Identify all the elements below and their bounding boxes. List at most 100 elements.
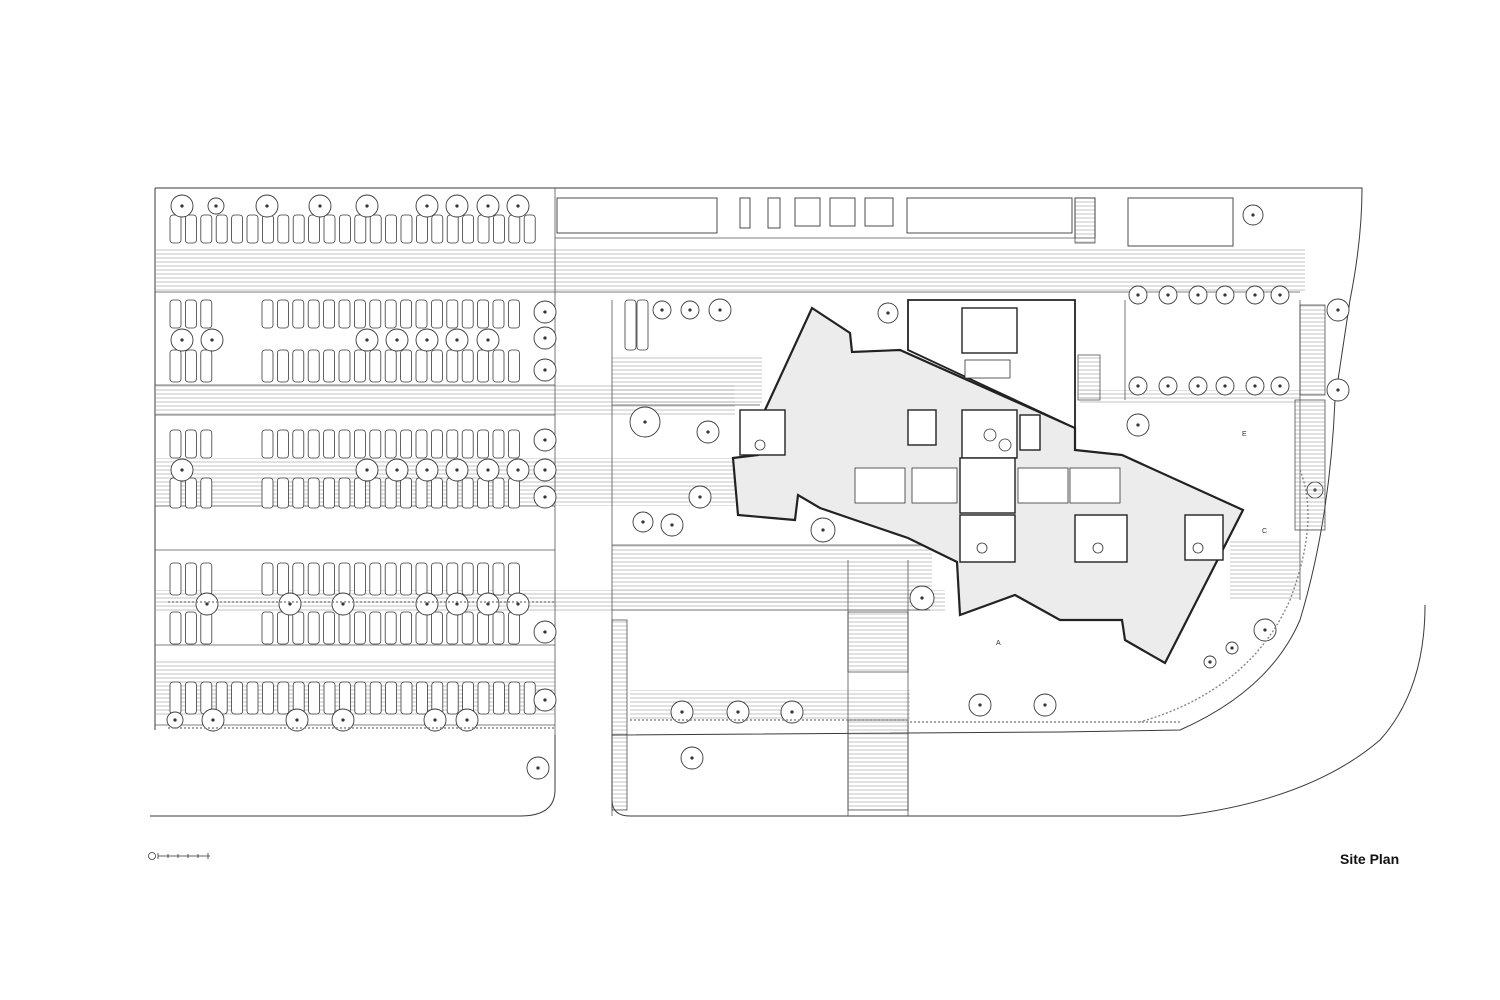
parking-bay: [276, 429, 289, 459]
tree: [533, 485, 557, 509]
parking-bay: [261, 299, 274, 329]
drawing-title: Site Plan: [1340, 851, 1400, 867]
tree: [195, 592, 219, 616]
parking-bay: [169, 349, 182, 383]
section-markers: A C E: [996, 431, 1267, 647]
parking-bay: [492, 214, 505, 244]
parking-bay: [461, 562, 474, 596]
tree: [200, 328, 224, 352]
tree: [170, 458, 194, 482]
parking-bay: [400, 349, 413, 383]
parking-bay: [308, 214, 321, 244]
parking-bay: [415, 214, 428, 244]
parking-bay: [261, 611, 274, 645]
parking-bay: [415, 299, 428, 329]
parking-bay: [261, 429, 274, 459]
parking-bay: [477, 477, 490, 509]
parking-bay: [307, 299, 320, 329]
parking-bay: [523, 214, 536, 244]
tree: [1245, 376, 1265, 396]
tree: [506, 458, 530, 482]
parking-bay: [338, 611, 351, 645]
parking-bay: [323, 349, 336, 383]
parking-bay: [492, 349, 505, 383]
tree: [526, 756, 550, 780]
parking-bay: [507, 349, 520, 383]
tree: [680, 746, 704, 770]
parking-bay: [338, 299, 351, 329]
parking-bay: [261, 214, 274, 244]
parking-bay: [323, 681, 336, 715]
parking-bay: [492, 299, 505, 329]
stairs: [611, 197, 1326, 811]
tree: [166, 711, 184, 729]
tree: [670, 700, 694, 724]
tree: [1215, 285, 1235, 305]
trees: [166, 194, 1350, 780]
parking-bay: [415, 611, 428, 645]
tree: [1270, 285, 1290, 305]
parking-bay: [369, 349, 382, 383]
tree: [355, 194, 379, 218]
tree: [385, 458, 409, 482]
parking-bays: [169, 214, 649, 715]
parking-bay: [276, 349, 289, 383]
parking-bay: [353, 429, 366, 459]
tree: [909, 585, 935, 611]
parking-bay: [384, 477, 397, 509]
parking-bay: [184, 299, 197, 329]
parking-bay: [215, 214, 228, 244]
tree: [278, 592, 302, 616]
parking-bay: [446, 349, 459, 383]
parking-bay: [369, 299, 382, 329]
tree: [1158, 285, 1178, 305]
parking-bay: [276, 611, 289, 645]
parking-bay: [461, 349, 474, 383]
parking-bay: [430, 562, 443, 596]
parking-bay: [307, 562, 320, 596]
parking-bay: [292, 349, 305, 383]
parking-bay: [369, 429, 382, 459]
tree: [476, 194, 500, 218]
parking-bay: [353, 562, 366, 596]
parking-bay: [415, 681, 428, 715]
parking-bay: [276, 562, 289, 596]
parking-bay: [400, 681, 413, 715]
parking-bay: [446, 214, 459, 244]
parking-bay: [507, 611, 520, 645]
parking-bay: [461, 299, 474, 329]
parking-bay: [292, 562, 305, 596]
parking-bay: [184, 429, 197, 459]
hedges: [168, 469, 1309, 729]
tree: [308, 194, 332, 218]
parking-bay: [400, 562, 413, 596]
parking-bay: [292, 477, 305, 509]
parking-bay: [461, 477, 474, 509]
tree: [533, 300, 557, 324]
parking-bay: [492, 562, 505, 596]
parking-bay: [323, 611, 336, 645]
tree: [445, 328, 469, 352]
marker-c: C: [1262, 528, 1267, 535]
parking-bay: [323, 477, 336, 509]
parking-bay: [384, 299, 397, 329]
tree: [1215, 376, 1235, 396]
parking-bay: [246, 214, 259, 244]
parking-bay: [384, 349, 397, 383]
tree: [445, 194, 469, 218]
tree: [533, 428, 557, 452]
parking-bay: [169, 299, 182, 329]
parking-bay: [385, 681, 398, 715]
parking-bay: [169, 562, 182, 596]
parking-bay: [477, 349, 490, 383]
parking-bay: [261, 681, 274, 715]
tree: [207, 197, 225, 215]
tree: [533, 688, 557, 712]
parking-bay: [276, 477, 289, 509]
road-bands: [155, 248, 1305, 720]
parking-bay: [292, 611, 305, 645]
parking-bay: [446, 681, 459, 715]
tree: [1253, 618, 1277, 642]
parking-bay: [400, 429, 413, 459]
parking-bay: [323, 429, 336, 459]
